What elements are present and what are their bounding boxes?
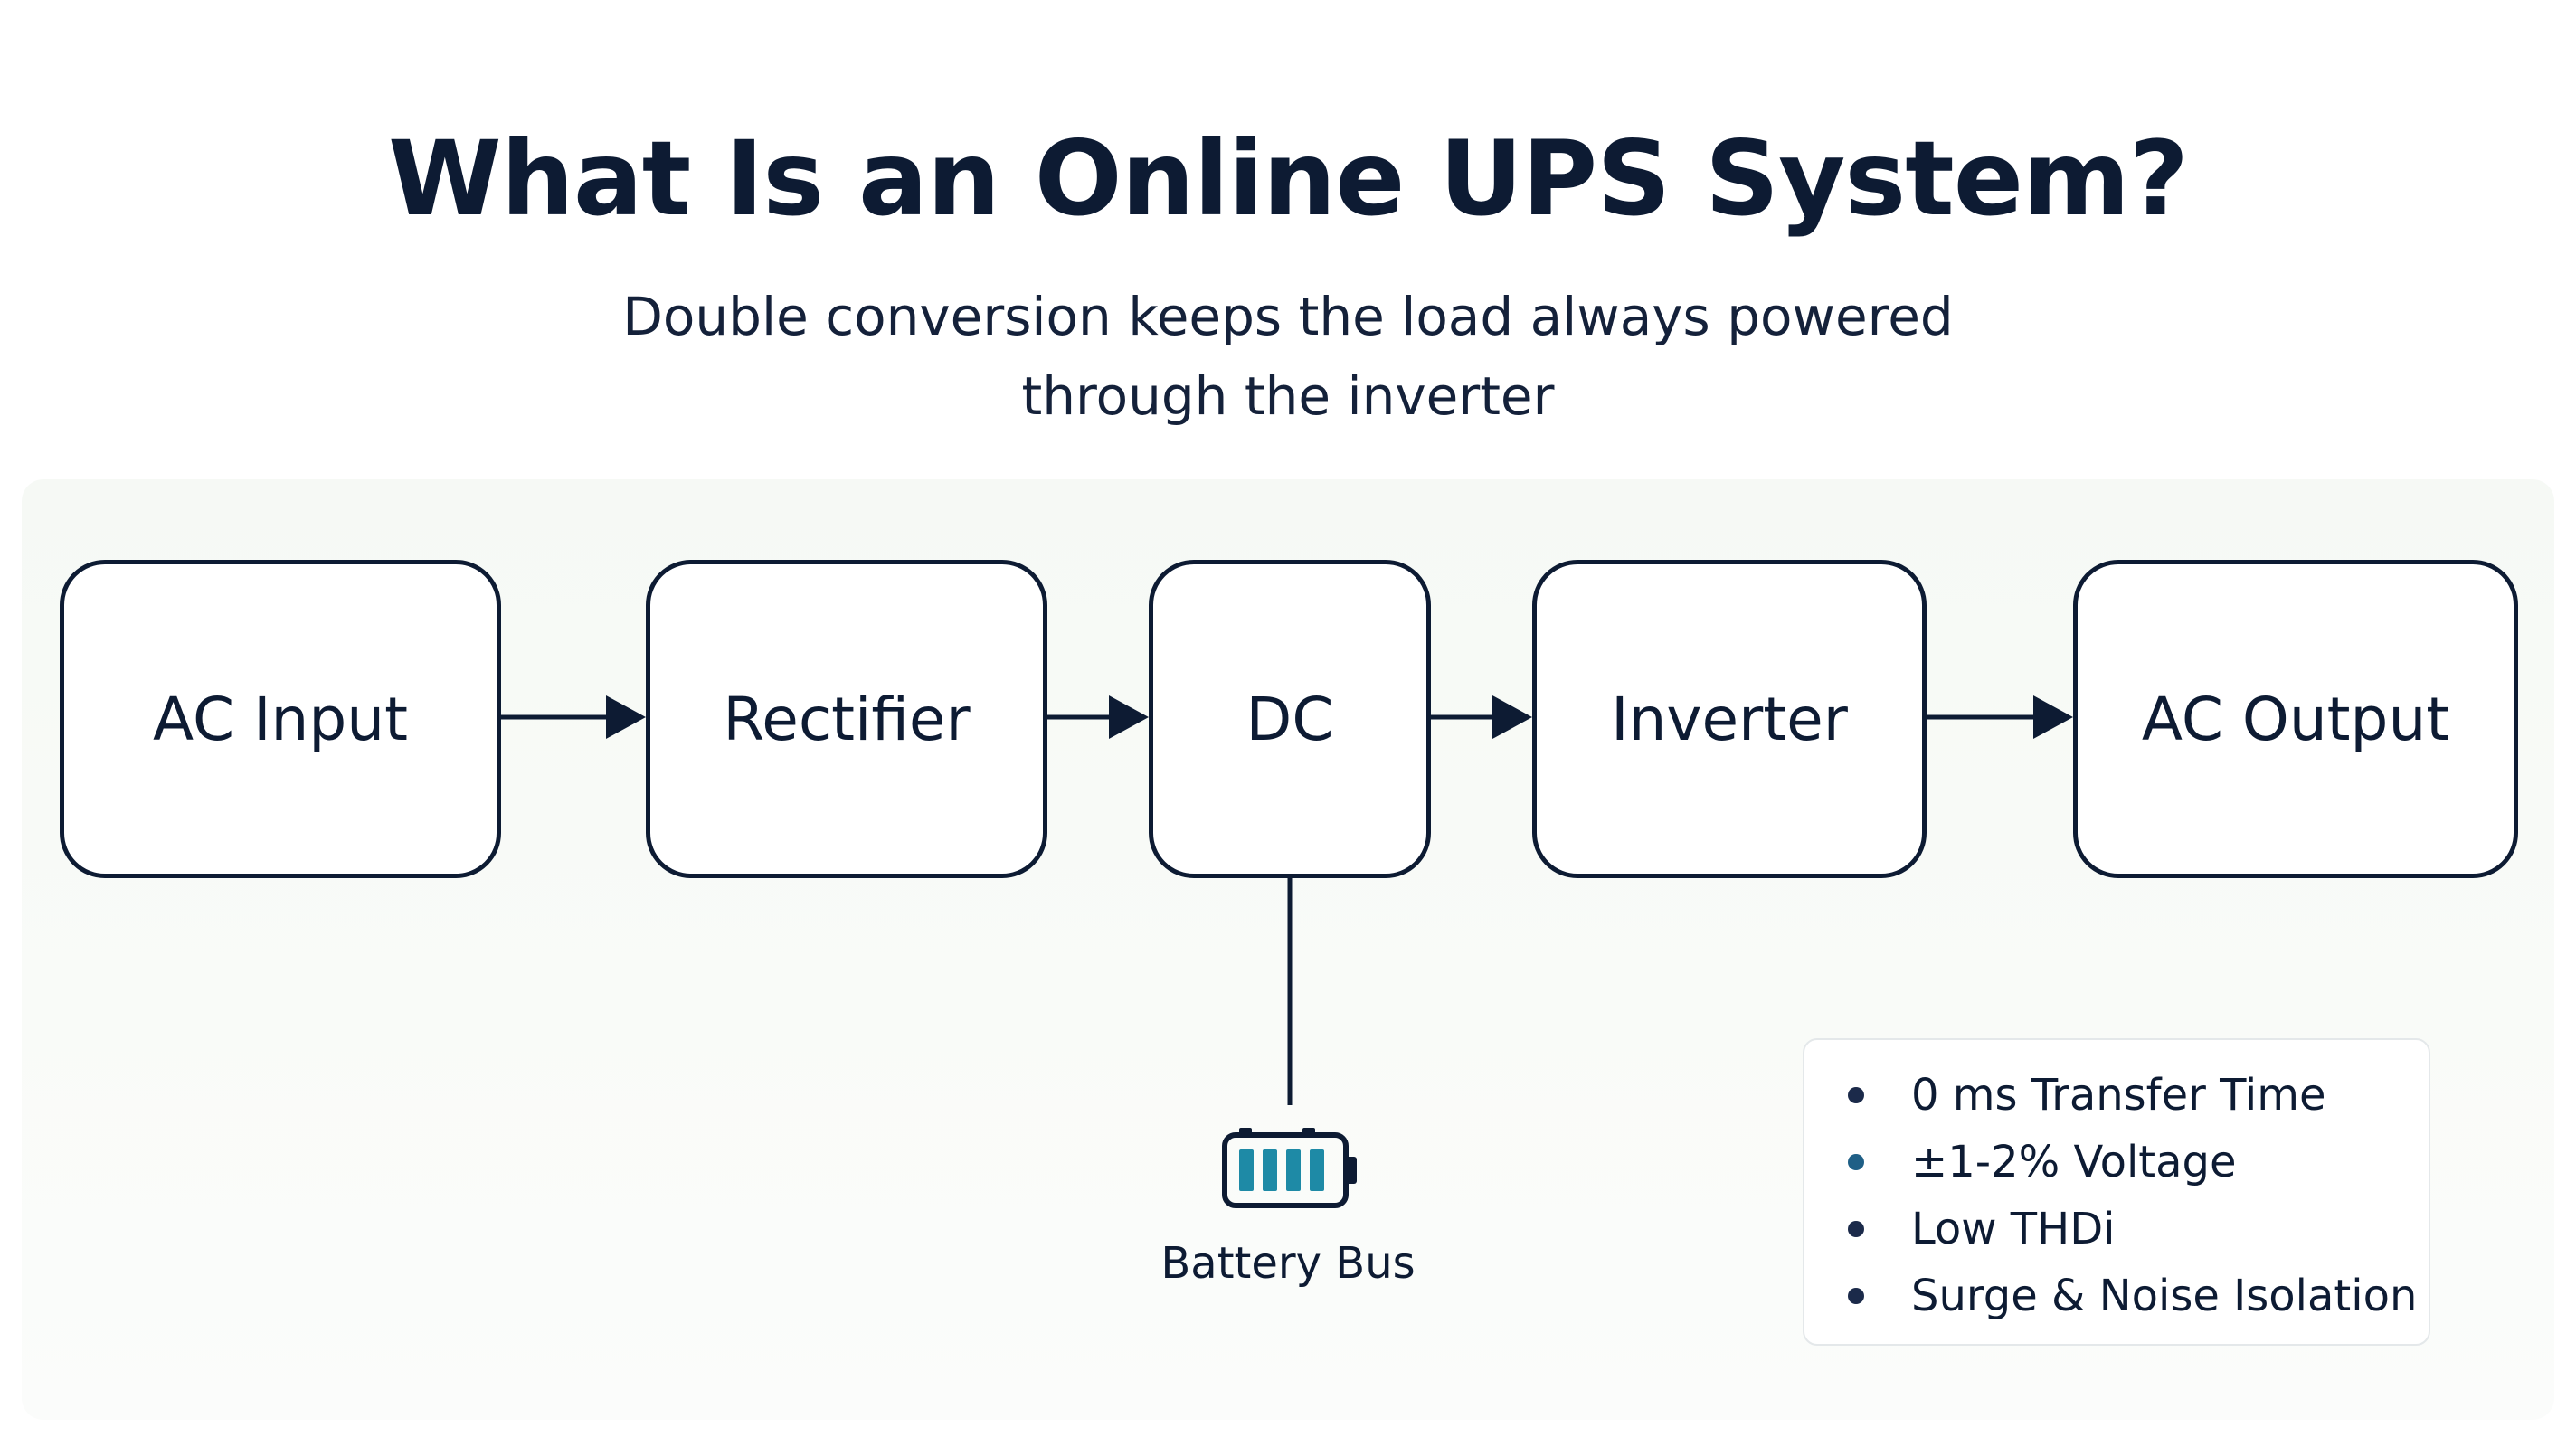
block-label-ac-output: AC Output <box>2141 684 2450 754</box>
arrowhead-input-to-rectifier <box>606 695 646 739</box>
block-label-inverter: Inverter <box>1611 684 1848 754</box>
battery-icon <box>1222 1128 1357 1208</box>
arrowhead-dc-to-inverter <box>1492 695 1532 739</box>
feature-item: Surge & Noise Isolation <box>1848 1263 2417 1329</box>
page-subtitle: Double conversion keeps the load always … <box>564 277 2012 436</box>
battery-bus-label: Battery Bus <box>1160 1238 1416 1289</box>
block-ac-output: AC Output <box>2073 560 2518 878</box>
block-label-rectifier: Rectifier <box>723 684 971 754</box>
features-panel: 0 ms Transfer Time ±1-2% Voltage Low THD… <box>1803 1038 2430 1346</box>
page-title: What Is an Online UPS System? <box>387 118 2189 239</box>
features-list: 0 ms Transfer Time ±1-2% Voltage Low THD… <box>1848 1062 2417 1329</box>
bullet-icon <box>1848 1288 1864 1304</box>
feature-text: Low THDi <box>1911 1204 2116 1254</box>
block-rectifier: Rectifier <box>646 560 1047 878</box>
bullet-icon <box>1848 1221 1864 1237</box>
feature-item: Low THDi <box>1848 1196 2417 1263</box>
arrowhead-rectifier-to-dc <box>1109 695 1149 739</box>
block-dc: DC <box>1149 560 1431 878</box>
feature-text: 0 ms Transfer Time <box>1911 1070 2326 1121</box>
block-ac-input: AC Input <box>60 560 501 878</box>
bullet-icon <box>1848 1154 1864 1170</box>
subtitle-line-2: through the inverter <box>1021 365 1555 427</box>
bullet-icon <box>1848 1087 1864 1103</box>
feature-item: 0 ms Transfer Time <box>1848 1062 2417 1129</box>
subtitle-line-1: Double conversion keeps the load always … <box>622 286 1954 347</box>
block-label-ac-input: AC Input <box>153 684 408 754</box>
block-label-dc: DC <box>1245 684 1334 754</box>
arrowhead-inverter-to-output <box>2033 695 2073 739</box>
block-inverter: Inverter <box>1532 560 1927 878</box>
feature-text: Surge & Noise Isolation <box>1911 1271 2418 1321</box>
feature-text: ±1-2% Voltage <box>1911 1137 2237 1187</box>
feature-item: ±1-2% Voltage <box>1848 1129 2417 1196</box>
